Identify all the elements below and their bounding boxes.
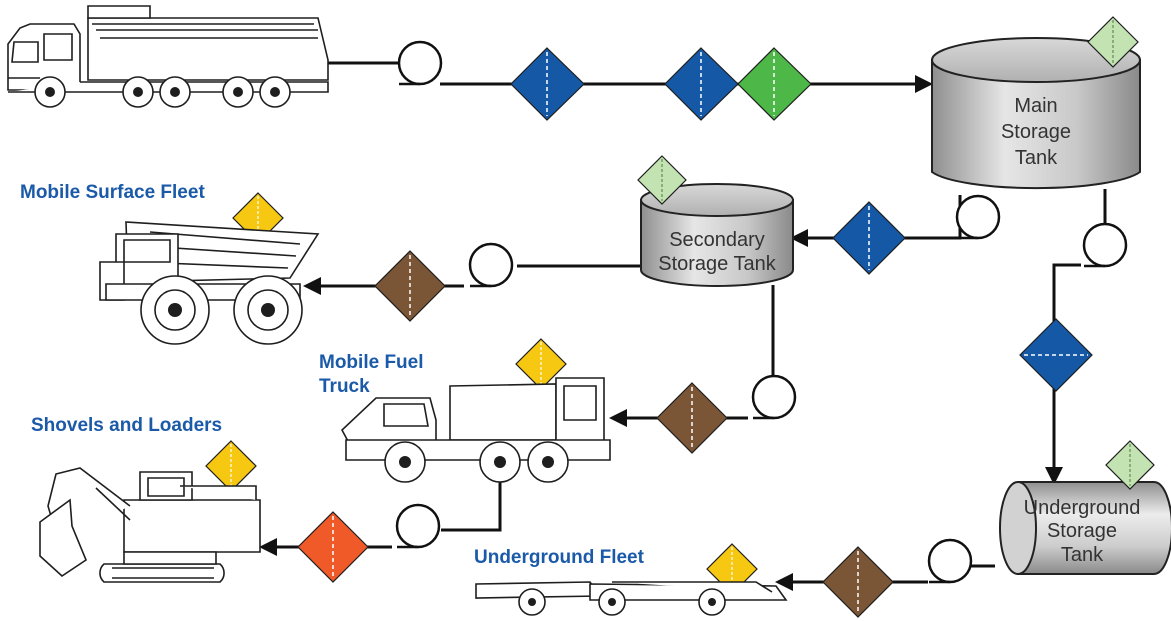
filter-icon <box>468 242 514 288</box>
underground-storage-tank: Underground Storage Tank <box>999 481 1171 575</box>
filter-icon <box>927 538 973 584</box>
filter-icon <box>1082 222 1128 268</box>
shovels-and-loaders-label: Shovels and Loaders <box>31 415 222 436</box>
filter-icon <box>397 40 443 86</box>
ug-tank-label-2: Storage <box>1047 520 1117 542</box>
main-tank-label-1: Main <box>1014 95 1057 117</box>
light-green-diamond <box>1087 16 1139 68</box>
dump-truck-icon <box>7 5 329 108</box>
secondary-tank-label-2: Storage Tank <box>658 253 776 275</box>
underground-loader-icon <box>475 581 788 616</box>
green-diamond <box>737 47 812 121</box>
yellow-diamond <box>205 440 257 492</box>
ug-tank-label-1: Underground <box>1024 497 1141 519</box>
main-storage-tank: Main Storage Tank <box>931 37 1141 190</box>
ug-tank-label-3: Tank <box>1061 544 1104 566</box>
filter-icon <box>395 503 441 549</box>
filter-icon <box>751 374 797 420</box>
mobile-fuel-truck-label-2: Truck <box>319 376 370 397</box>
blue-diamond <box>664 47 739 121</box>
mobile-fuel-truck-label-1: Mobile Fuel <box>319 352 424 373</box>
brown-diamond <box>374 250 446 322</box>
light-green-diamond <box>637 155 687 205</box>
secondary-storage-tank: Secondary Storage Tank <box>640 183 794 287</box>
light-green-diamond <box>1105 440 1155 490</box>
main-tank-label-2: Storage <box>1001 121 1071 143</box>
blue-diamond <box>1019 318 1093 392</box>
filter-symbols <box>395 40 1128 584</box>
blue-diamond <box>832 201 906 275</box>
secondary-tank-label-1: Secondary <box>669 229 765 251</box>
brown-diamond <box>656 382 728 454</box>
orange-diamond <box>297 511 369 583</box>
hydraulic-shovel-icon <box>39 467 261 583</box>
fuel-truck-icon <box>341 377 611 483</box>
haul-truck-icon <box>99 221 320 345</box>
blue-diamond <box>510 47 585 121</box>
underground-fleet-label: Underground Fleet <box>474 547 645 568</box>
brown-diamond <box>822 546 894 618</box>
mobile-surface-fleet-label: Mobile Surface Fleet <box>20 182 205 203</box>
filter-icon <box>955 194 1001 240</box>
main-tank-label-3: Tank <box>1015 147 1058 169</box>
